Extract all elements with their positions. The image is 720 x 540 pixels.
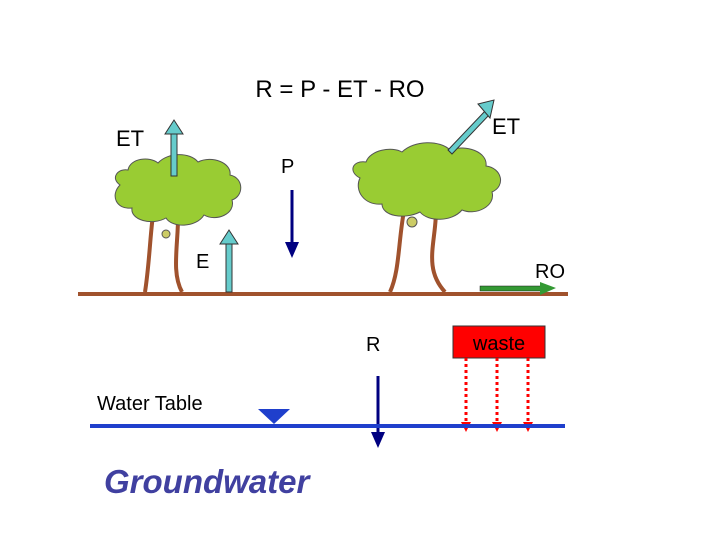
- evaporation-label: E: [196, 251, 209, 273]
- equation-title: R = P - ET - RO: [255, 76, 424, 103]
- runoff-label: RO: [535, 261, 565, 283]
- groundwater-label: Groundwater: [104, 463, 312, 500]
- water-table-label: Water Table: [97, 393, 203, 415]
- left-tree-foliage: [114, 154, 242, 226]
- water-table-marker-icon: [258, 409, 290, 424]
- right-tree-trunk: [388, 204, 407, 293]
- recharge-label: R: [366, 334, 380, 356]
- waste-box: [452, 325, 546, 359]
- et-left-arrow: [164, 119, 184, 177]
- evaporation-arrow: [219, 229, 239, 293]
- right-tree-fruit-icon: [406, 216, 418, 228]
- precipitation-arrow: [285, 190, 299, 258]
- left-tree: [114, 154, 242, 293]
- runoff-arrow: [479, 282, 556, 295]
- recharge-arrow: [371, 376, 385, 448]
- right-tree: [352, 142, 501, 294]
- precipitation-label: P: [281, 156, 294, 178]
- waste-label: waste: [472, 333, 525, 355]
- et-left-label: ET: [116, 126, 144, 151]
- waste-seepage-arrows: [461, 358, 533, 432]
- et-right-label: ET: [492, 114, 520, 139]
- right-tree-foliage: [352, 142, 501, 220]
- left-tree-fruit-icon: [161, 229, 171, 239]
- et-right-arrow: [447, 99, 495, 155]
